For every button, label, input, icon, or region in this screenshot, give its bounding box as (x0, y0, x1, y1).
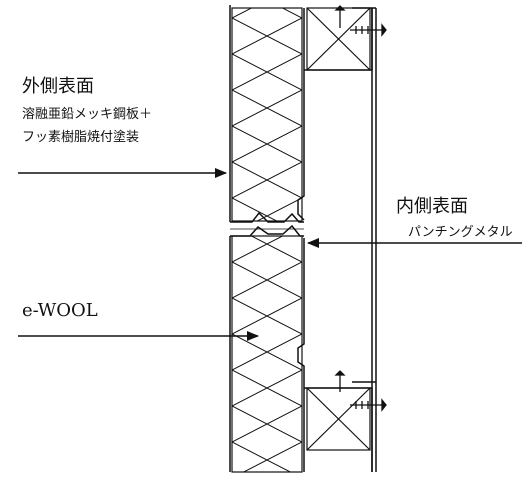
inner-surface-spec: パンチングメタル (408, 225, 513, 240)
screw-icon (334, 370, 387, 412)
panel-joint (230, 211, 304, 237)
insulation-panel-upper (231, 7, 303, 222)
outer-surface-spec-line2: フッ素樹脂焼付塗装 (22, 130, 140, 145)
outer-surface-title: 外側表面 (22, 76, 94, 97)
insulation-label: e-WOOL (22, 300, 98, 321)
insulation-panel-lower (231, 235, 303, 473)
inner-surface-title: 内側表面 (396, 196, 468, 217)
timber-stud-lower (306, 387, 371, 451)
timber-stud-upper (306, 7, 371, 71)
inner-perforated-metal-skin (297, 8, 305, 472)
outer-surface-spec-line1: 溶融亜鉛メッキ鋼板＋ (22, 107, 153, 122)
steel-frame (304, 7, 377, 472)
screw-icon (334, 5, 387, 37)
